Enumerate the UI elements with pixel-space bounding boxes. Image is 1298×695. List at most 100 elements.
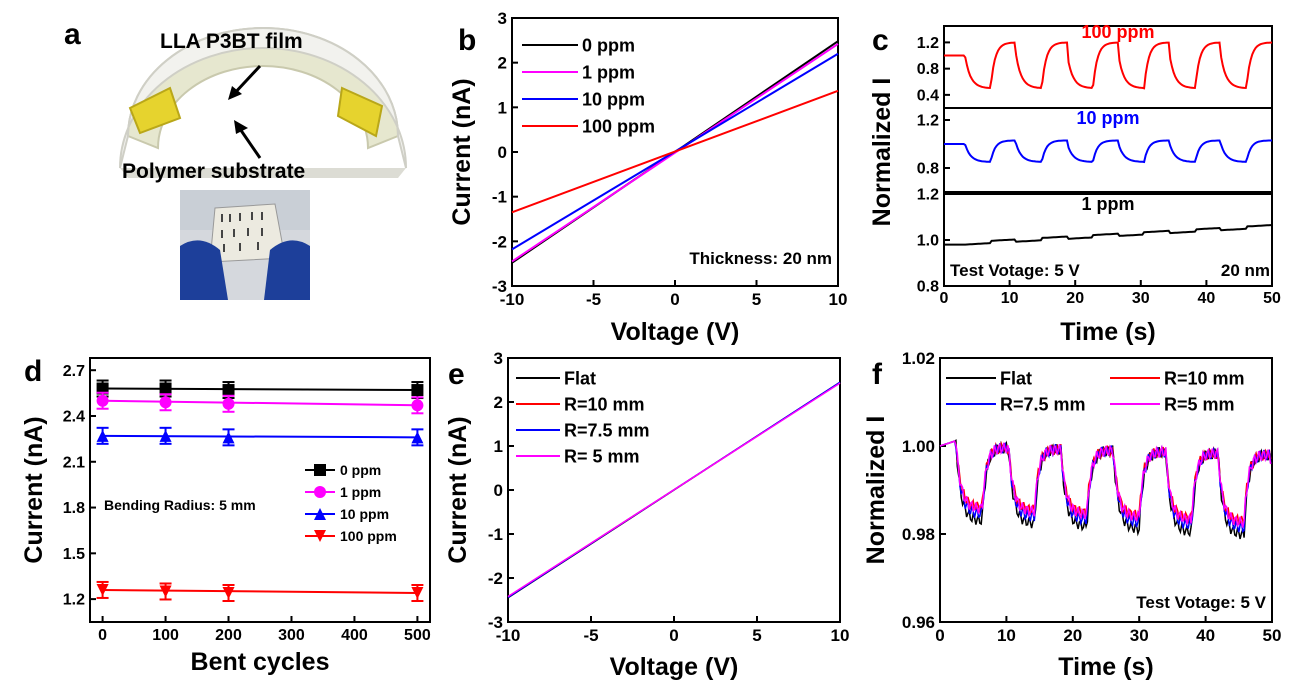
bending-radius-annotation: Bending Radius: 5 mm	[104, 497, 256, 513]
legend-label: 10 ppm	[340, 506, 389, 522]
x-tick-label: 20	[1063, 626, 1082, 645]
data-point	[314, 486, 326, 498]
y-tick-label: -2	[488, 569, 503, 588]
y-tick-label: 0.8	[917, 61, 939, 78]
panel-letter-f: f	[872, 358, 882, 391]
y-axis-label: Current (nA)	[444, 416, 472, 563]
y-tick-label: 1.2	[63, 592, 85, 609]
film-label: LLA P3BT film	[160, 30, 303, 53]
y-tick-label: 1.2	[917, 187, 939, 204]
series-line	[511, 89, 839, 214]
y-tick-label: 0.8	[917, 279, 939, 296]
test-voltage-annotation: Test Votage: 5 V	[1136, 593, 1266, 612]
legend-label: 100 ppm	[340, 528, 397, 544]
data-point	[314, 464, 326, 476]
data-point	[159, 382, 172, 395]
panel-f-axes	[939, 357, 1273, 623]
x-tick-label: 10	[829, 290, 848, 309]
y-tick-label: 2.1	[63, 454, 85, 471]
x-axis-label: Bent cycles	[191, 648, 330, 676]
legend-label: 100 ppm	[582, 116, 655, 136]
left-contact-pad	[128, 86, 182, 135]
y-tick-label: 2	[498, 54, 507, 73]
x-tick-label: -10	[500, 290, 525, 309]
legend-label: 1 ppm	[582, 62, 635, 82]
x-tick-label: 0	[670, 290, 679, 309]
x-tick-label: -5	[583, 626, 598, 645]
data-point	[159, 585, 172, 598]
x-tick-label: 200	[215, 627, 242, 644]
x-axis-label: Time (s)	[1058, 653, 1153, 681]
x-tick-label: -10	[496, 626, 521, 645]
fit-line	[102, 434, 418, 439]
data-point	[411, 399, 424, 412]
data-point	[314, 508, 326, 520]
data-point	[96, 394, 109, 407]
y-tick-label: 1.00	[902, 437, 935, 456]
panel-letter-c: c	[872, 24, 889, 57]
series-line	[507, 382, 841, 598]
left-glove	[180, 240, 228, 300]
x-tick-label: 10	[831, 626, 850, 645]
x-tick-label: 40	[1198, 290, 1216, 307]
subplot-label: 1 ppm	[1081, 194, 1134, 214]
y-tick-label: 1.0	[917, 233, 939, 250]
y-tick-label: 0.8	[917, 161, 939, 178]
x-tick-label: 10	[997, 626, 1016, 645]
y-axis-label: Normalized I	[862, 416, 890, 565]
y-tick-label: 1	[498, 98, 507, 117]
x-tick-label: 400	[341, 627, 368, 644]
x-tick-label: 500	[404, 627, 431, 644]
data-point	[96, 382, 109, 395]
panel-d-axes	[89, 357, 431, 623]
substrate-arrow	[236, 125, 262, 159]
panel-letter-d: d	[24, 355, 43, 388]
data-point	[411, 384, 424, 397]
y-tick-label: 3	[498, 9, 507, 28]
x-tick-label: 30	[1130, 626, 1149, 645]
right-glove	[264, 240, 310, 300]
x-tick-label: 0	[98, 627, 107, 644]
x-tick-label: 50	[1263, 290, 1281, 307]
panel-letter-b: b	[458, 24, 477, 57]
legend-label: R=7.5 mm	[1000, 394, 1086, 414]
y-tick-label: 1.02	[902, 349, 935, 368]
y-axis-label: Current (nA)	[448, 78, 476, 225]
substrate-edge	[120, 168, 406, 178]
data-point	[96, 429, 109, 442]
x-tick-label: 100	[152, 627, 179, 644]
y-axis-label: Current (nA)	[20, 416, 48, 563]
test-voltage-annotation: Test Votage: 5 V	[950, 261, 1080, 280]
legend-label: R=7.5 mm	[564, 420, 650, 440]
y-tick-label: 0	[498, 143, 507, 162]
y-tick-label: -3	[488, 613, 503, 632]
y-tick-label: 1.8	[63, 500, 85, 517]
y-tick-label: -1	[492, 188, 507, 207]
substrate-label: Polymer substrate	[122, 160, 306, 183]
data-point	[411, 587, 424, 600]
y-tick-label: 2	[494, 393, 503, 412]
x-axis-label: Time (s)	[1060, 318, 1155, 346]
data-point	[159, 429, 172, 442]
data-point	[222, 397, 235, 410]
legend-label: R= 5 mm	[564, 446, 640, 466]
x-tick-label: 0	[935, 626, 944, 645]
data-point	[411, 431, 424, 444]
thickness-annotation: Thickness: 20 nm	[689, 249, 832, 268]
legend-label: R=10 mm	[1164, 368, 1245, 388]
x-tick-label: 5	[752, 626, 761, 645]
x-tick-label: 50	[1263, 626, 1282, 645]
y-tick-label: -1	[488, 525, 503, 544]
y-tick-label: 2.4	[63, 409, 85, 426]
x-axis-label: Voltage (V)	[610, 653, 739, 681]
response-curve	[944, 224, 1272, 246]
bent-device-schematic	[119, 27, 407, 300]
y-tick-label: 3	[494, 349, 503, 368]
y-axis-label: Normalized I	[868, 78, 896, 227]
x-tick-label: 5	[752, 290, 761, 309]
y-tick-label: -2	[492, 232, 507, 251]
x-tick-label: 300	[278, 627, 305, 644]
right-contact-pad	[336, 86, 384, 138]
data-point	[222, 384, 235, 397]
